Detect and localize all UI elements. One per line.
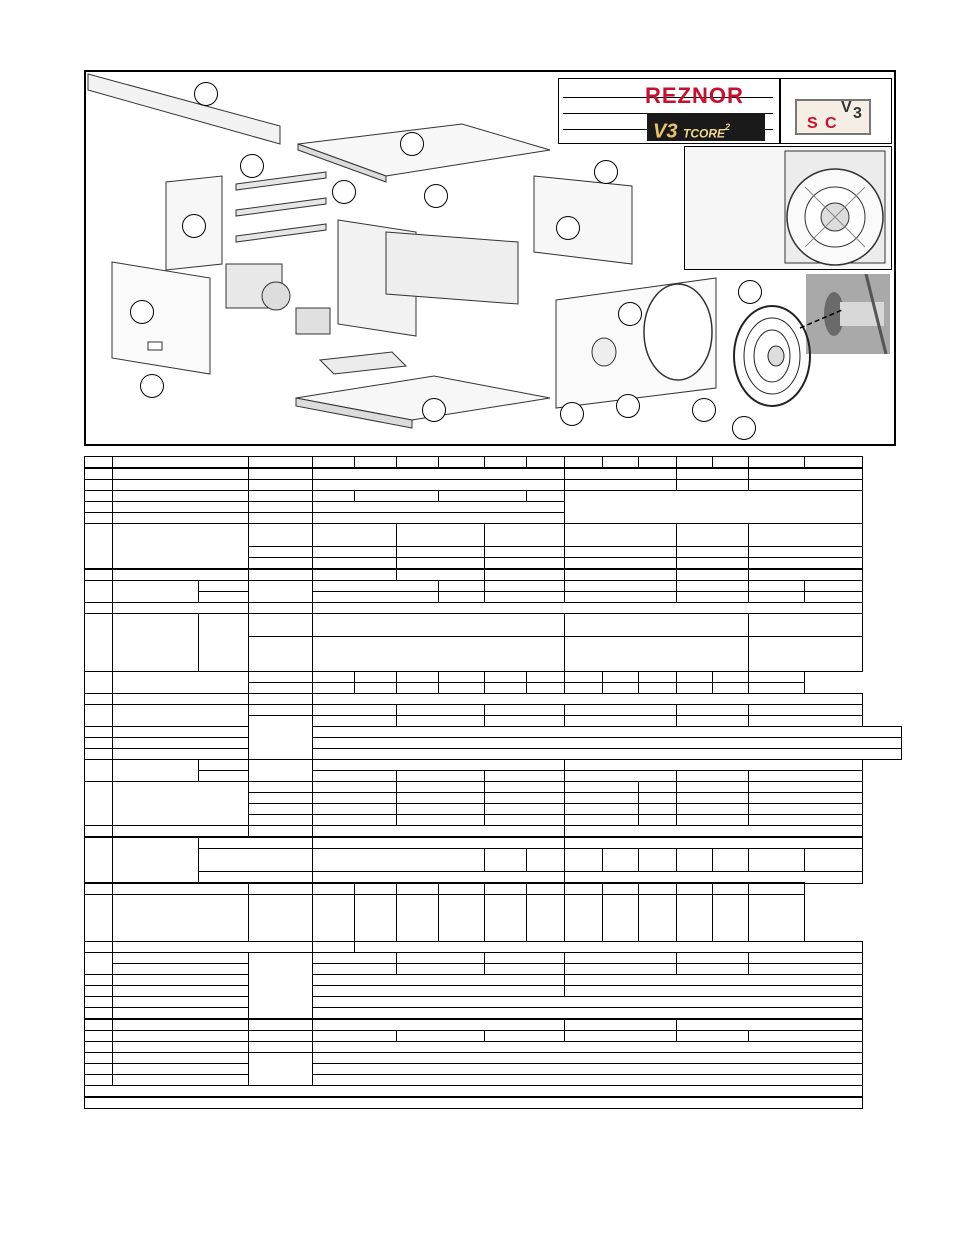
table-row: [85, 848, 902, 872]
callout-marker: [422, 398, 446, 422]
table-row: [85, 682, 902, 694]
table-row: [85, 963, 902, 975]
table-row: [85, 814, 902, 826]
table-row: [84, 1030, 902, 1042]
logo-sup-text: 2: [725, 122, 731, 132]
table-row: [84, 882, 902, 895]
table-row: [84, 523, 902, 570]
blower-detail-drawing: [784, 150, 886, 266]
callout-marker: [332, 180, 356, 204]
v3-tcore-logo: V3 TCORE2: [647, 113, 765, 143]
badge-letter: C: [825, 115, 837, 132]
divider: [563, 97, 773, 98]
callout-marker: [140, 374, 164, 398]
brand-header: REZNOR V3 TCORE2 S C V 3: [558, 78, 892, 144]
table-row: [84, 602, 902, 614]
table-row: [84, 671, 902, 694]
table-row: [84, 568, 902, 581]
table-row: [85, 803, 902, 815]
table-row: [85, 591, 902, 603]
callout-marker: [240, 154, 264, 178]
callout-marker: [594, 160, 618, 184]
fan-motor-photo-drawing: [806, 273, 890, 355]
logo-main-text: V3: [653, 120, 678, 143]
table-row: [85, 871, 902, 884]
table-row: [85, 636, 902, 672]
table-row: [84, 1041, 902, 1053]
callout-marker: [194, 82, 218, 106]
table-row: [84, 759, 902, 782]
table-row: [84, 825, 902, 838]
table-row: [84, 1085, 902, 1098]
table-row: [84, 613, 902, 672]
logo-sub-text: TCORE: [683, 126, 726, 141]
callout-marker: [130, 300, 154, 324]
table-row: [84, 1007, 902, 1020]
table-row: [84, 1063, 902, 1075]
table-row: [84, 1052, 902, 1086]
table-row: [84, 456, 902, 469]
table-row: [84, 693, 902, 705]
scv3-badge: S C V 3: [795, 99, 871, 135]
callout-marker: [400, 132, 424, 156]
table-row: [84, 704, 902, 727]
table-row: [84, 580, 902, 603]
table-row: [84, 952, 902, 1020]
table-row: [84, 974, 902, 986]
table-row: [84, 737, 902, 749]
badge-letter: V: [841, 99, 852, 116]
callout-marker: [738, 280, 762, 304]
exploded-parts-diagram: REZNOR V3 TCORE2 S C V 3: [84, 70, 896, 446]
table-row: [84, 490, 902, 524]
table-row: [85, 770, 902, 782]
callout-marker: [618, 302, 642, 326]
table-row: [84, 894, 902, 942]
table-row: [84, 985, 902, 997]
table-row: [84, 996, 902, 1008]
callout-marker: [424, 184, 448, 208]
table-row: [85, 546, 902, 558]
badge-letter: S: [807, 115, 818, 132]
callout-marker: [732, 416, 756, 440]
callout-marker: [556, 216, 580, 240]
table-row: [84, 1074, 902, 1086]
table-row: [84, 1018, 902, 1031]
callout-marker: [692, 398, 716, 422]
callout-marker: [182, 214, 206, 238]
table-row: [84, 836, 902, 884]
reznor-logo: REZNOR: [645, 83, 744, 108]
table-row: [84, 941, 902, 953]
callout-marker: [560, 402, 584, 426]
table-row: [84, 726, 902, 738]
badge-letter: 3: [853, 105, 862, 122]
table-row: [84, 1096, 902, 1109]
divider: [779, 79, 781, 143]
fan-motor-photo: [806, 273, 890, 355]
table-row: [84, 479, 902, 491]
table-row: [84, 748, 902, 760]
callout-marker: [616, 394, 640, 418]
table-row: [84, 781, 902, 826]
parts-table: [84, 456, 902, 1109]
table-row: [84, 467, 902, 480]
blower-detail-photo: [684, 146, 892, 270]
exploded-view-drawing: [87, 73, 843, 429]
table-row: [85, 792, 902, 804]
